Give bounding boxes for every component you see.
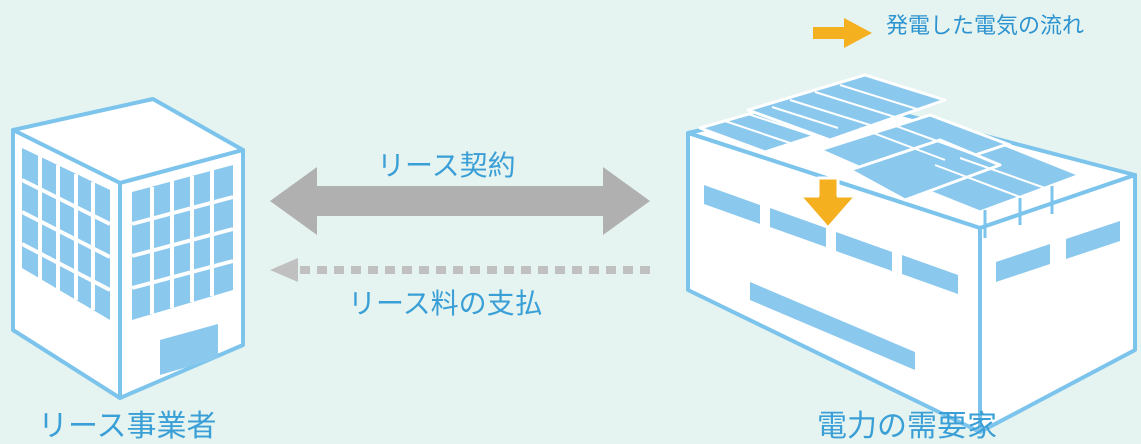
legend-label: 発電した電気の流れ <box>886 14 1085 39</box>
lease-contract-label: リース契約 <box>377 149 516 182</box>
lease-payment-label: リース料の支払 <box>348 287 543 320</box>
consumer-label: 電力の需要家 <box>817 409 997 444</box>
factory-with-solar-panels-icon <box>686 73 1137 434</box>
legend-arrow-icon <box>813 18 872 48</box>
office-building-icon <box>11 97 245 400</box>
lease-contract-arrow <box>270 167 650 235</box>
power-flow-arrow-icon <box>798 176 858 230</box>
lessor-label: リース事業者 <box>38 409 217 444</box>
lease-payment-arrow <box>270 258 650 282</box>
